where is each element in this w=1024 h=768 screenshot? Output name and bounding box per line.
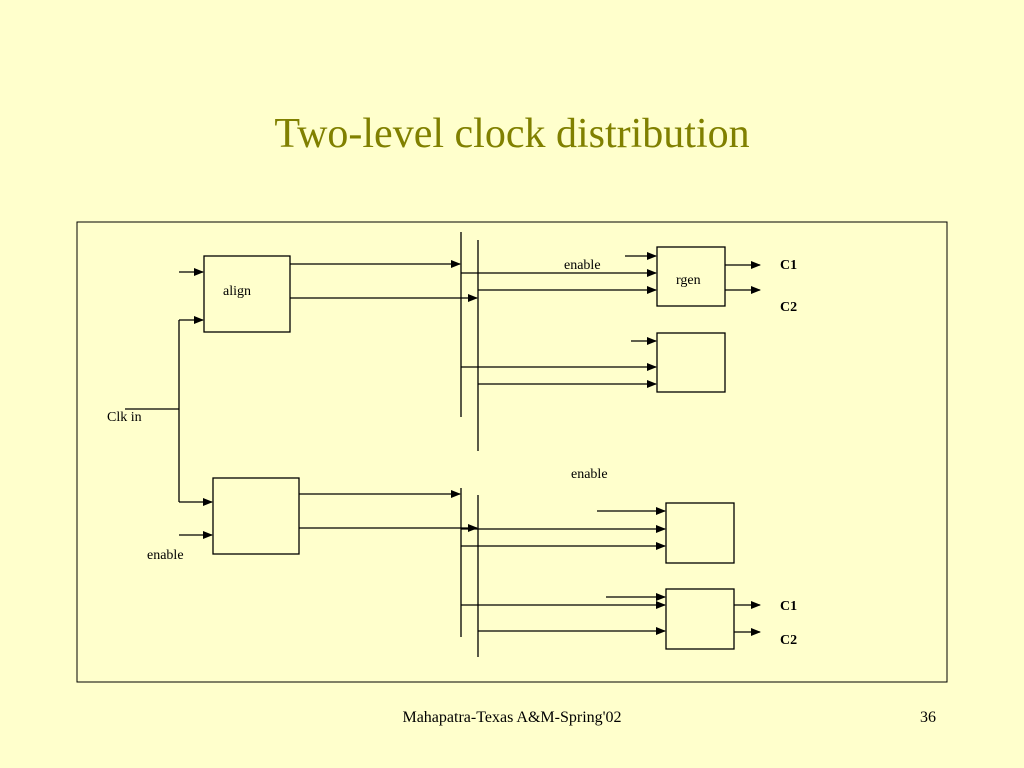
diagram-frame (76, 221, 948, 683)
page-number: 36 (920, 709, 936, 726)
top-c1-label: C1 (780, 258, 797, 273)
bottom-c1-label: C1 (780, 599, 797, 614)
left-enable-label: enable (147, 548, 184, 563)
slide-title: Two-level clock distribution (274, 111, 750, 157)
rgen-block (656, 246, 726, 307)
bottom-c2-label: C2 (780, 633, 797, 648)
align-block (203, 255, 291, 333)
bottom-first-block (665, 502, 735, 564)
footer-credit: Mahapatra-Texas A&M-Spring'02 (402, 709, 622, 726)
bottom-second-block (665, 588, 735, 650)
top-second-block (656, 332, 726, 393)
top-enable-label: enable (564, 258, 601, 273)
lower-buffer-block (212, 477, 300, 555)
clk-in-label: Clk in (107, 410, 142, 425)
rgen-label: rgen (676, 273, 701, 288)
align-label: align (223, 284, 251, 299)
top-c2-label: C2 (780, 300, 797, 315)
middle-enable-label: enable (571, 467, 608, 482)
